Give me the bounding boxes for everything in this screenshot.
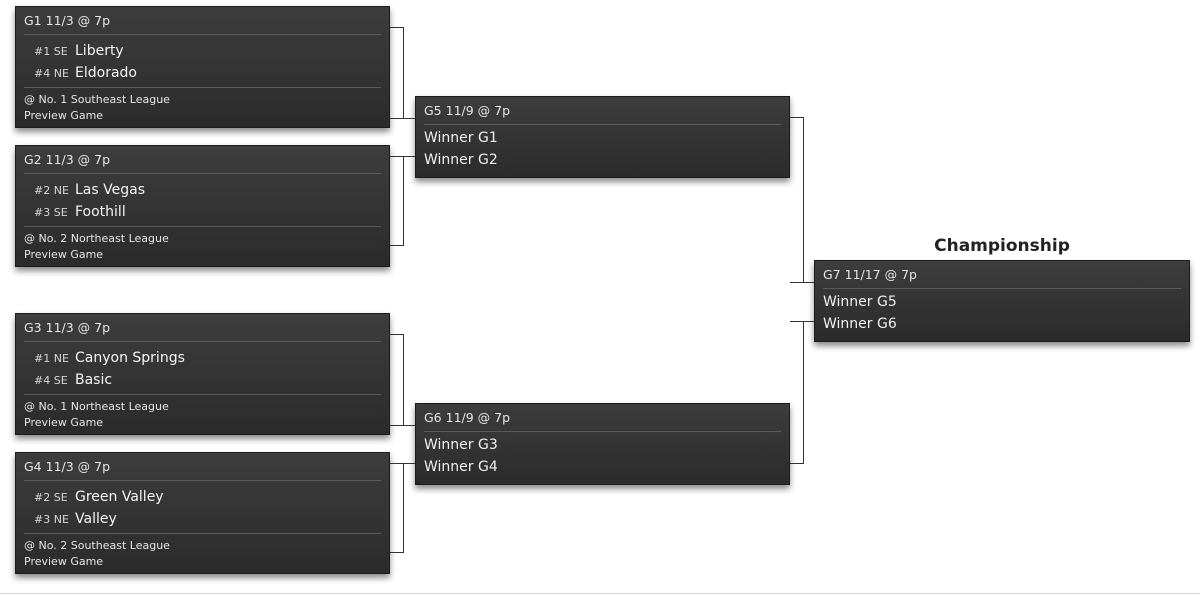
connector-g5-g7 <box>790 117 804 283</box>
team-name: Green Valley <box>75 489 164 505</box>
winner-slot[interactable]: Winner G2 <box>424 152 498 168</box>
game-box-g3[interactable]: G3 11/3 @ 7p #1 NE Canyon Springs #4 SE Basi… <box>15 313 390 435</box>
game-box-g2[interactable]: G2 11/3 @ 7p #2 NE Las Vegas #3 SE Foothill @… <box>15 145 390 267</box>
team-seed: #2 SE <box>34 491 68 504</box>
notes-divider <box>24 226 381 227</box>
game-box-g1[interactable]: G1 11/3 @ 7p #1 SE Liberty #4 NE Eldorado @ N… <box>15 6 390 128</box>
team-seed: #4 NE <box>34 67 69 80</box>
connector-g4-g6 <box>390 463 404 553</box>
winner-slot[interactable]: Winner G4 <box>424 459 498 475</box>
team-row[interactable]: #3 NE Valley <box>34 508 117 527</box>
game-note: Preview Game <box>24 555 104 568</box>
team-row[interactable]: #4 SE Basic <box>34 369 112 388</box>
game-header: G2 11/3 @ 7p <box>24 152 111 167</box>
connector-g2-g5 <box>390 156 404 246</box>
team-row[interactable]: #4 NE Eldorado <box>34 62 137 81</box>
connector-g3-g6 <box>390 334 404 426</box>
game-header: G3 11/3 @ 7p <box>24 320 111 335</box>
team-seed: #1 SE <box>34 45 68 58</box>
game-note: Preview Game <box>24 109 104 122</box>
team-name: Foothill <box>75 204 126 220</box>
connector-g1-g5 <box>390 27 404 119</box>
game-box-g4[interactable]: G4 11/3 @ 7p #2 SE Green Valley #3 NE Valley… <box>15 452 390 574</box>
game-box-g6[interactable]: G6 11/9 @ 7p Winner G3 Winner G4 <box>415 403 790 485</box>
connector-g2-g5-stub <box>403 156 415 157</box>
team-seed: #2 NE <box>34 184 69 197</box>
team-name: Eldorado <box>75 65 137 81</box>
team-row[interactable]: #1 NE Canyon Springs <box>34 347 185 366</box>
team-name: Las Vegas <box>75 182 145 198</box>
winner-slot[interactable]: Winner G6 <box>823 316 897 332</box>
bottom-divider <box>0 593 1200 594</box>
game-header: G4 11/3 @ 7p <box>24 459 111 474</box>
team-name: Canyon Springs <box>75 350 185 366</box>
game-header: G7 11/17 @ 7p <box>823 267 917 282</box>
team-row[interactable]: #2 NE Las Vegas <box>34 179 145 198</box>
game-note: Preview Game <box>24 248 104 261</box>
connector-g1-g5-stub <box>403 118 415 119</box>
team-name: Liberty <box>75 43 124 59</box>
game-box-g5[interactable]: G5 11/9 @ 7p Winner G1 Winner G2 <box>415 96 790 178</box>
team-row[interactable]: #1 SE Liberty <box>34 40 124 59</box>
game-header: G5 11/9 @ 7p <box>424 103 511 118</box>
team-seed: #1 NE <box>34 352 69 365</box>
connector-g5-g7-stub <box>803 282 814 283</box>
championship-title: Championship <box>934 236 1070 256</box>
game-note: Preview Game <box>24 416 104 429</box>
notes-divider <box>24 394 381 395</box>
game-venue: @ No. 2 Southeast League <box>24 539 170 552</box>
game-header: G1 11/3 @ 7p <box>24 13 111 28</box>
team-name: Valley <box>75 511 117 527</box>
winner-slot[interactable]: Winner G1 <box>424 130 498 146</box>
game-venue: @ No. 1 Northeast League <box>24 400 169 413</box>
winner-slot[interactable]: Winner G5 <box>823 294 897 310</box>
game-header: G6 11/9 @ 7p <box>424 410 511 425</box>
connector-g6-g7-stub <box>803 321 814 322</box>
team-seed: #3 SE <box>34 206 68 219</box>
winner-slot[interactable]: Winner G3 <box>424 437 498 453</box>
team-name: Basic <box>75 372 113 388</box>
team-seed: #4 SE <box>34 374 68 387</box>
notes-divider <box>24 533 381 534</box>
team-row[interactable]: #2 SE Green Valley <box>34 486 164 505</box>
team-row[interactable]: #3 SE Foothill <box>34 201 126 220</box>
team-seed: #3 NE <box>34 513 69 526</box>
header-divider <box>823 288 1181 289</box>
connector-g4-g6-stub <box>403 463 415 464</box>
game-box-g7[interactable]: G7 11/17 @ 7p Winner G5 Winner G6 <box>814 260 1190 342</box>
header-divider <box>424 124 781 125</box>
game-venue: @ No. 2 Northeast League <box>24 232 169 245</box>
connector-g3-g6-stub <box>403 425 415 426</box>
header-divider <box>24 480 381 481</box>
connector-g6-g7 <box>790 321 804 464</box>
header-divider <box>24 173 381 174</box>
header-divider <box>24 341 381 342</box>
header-divider <box>424 431 781 432</box>
header-divider <box>24 34 381 35</box>
notes-divider <box>24 87 381 88</box>
game-venue: @ No. 1 Southeast League <box>24 93 170 106</box>
